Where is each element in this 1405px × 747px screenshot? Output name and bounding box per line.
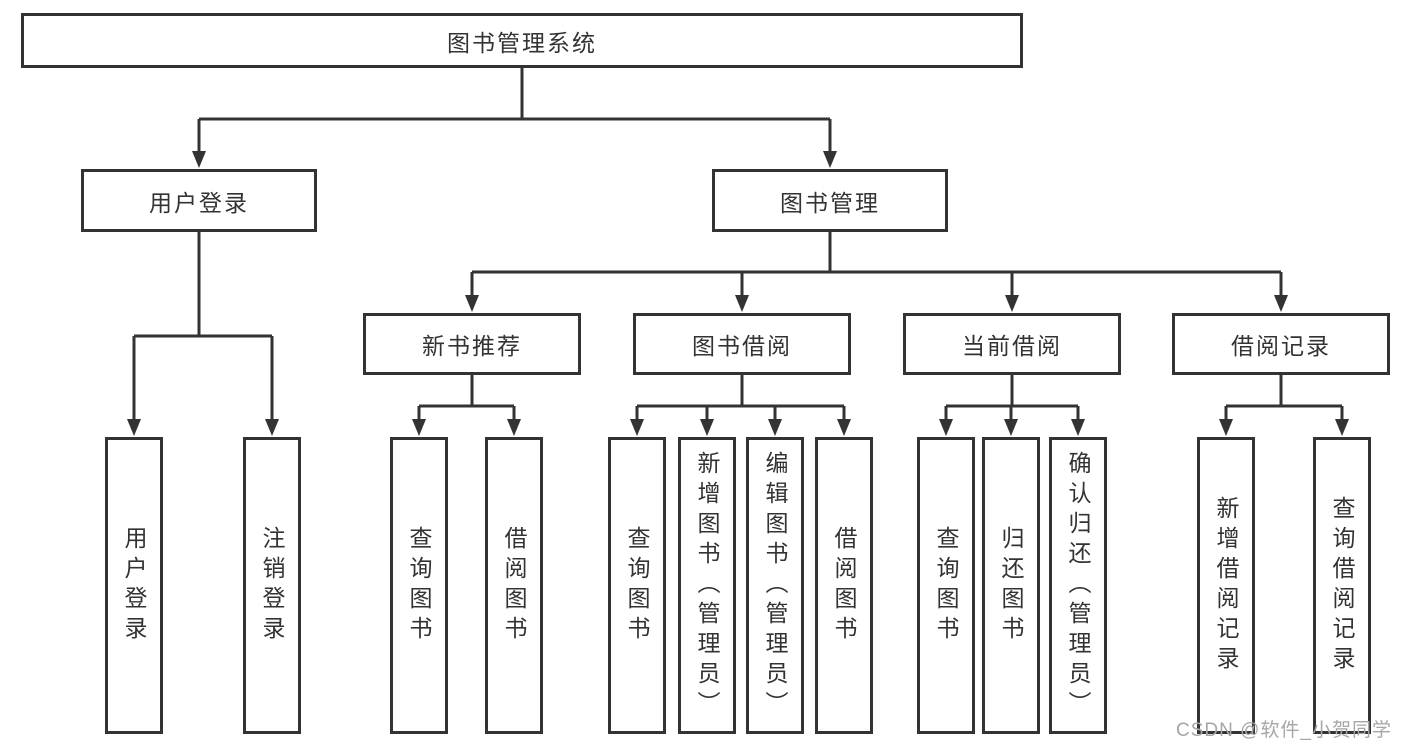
leaf-records-add-record: 新增借阅记录: [1197, 437, 1255, 734]
leaf-current-return-books: 归还图书: [982, 437, 1040, 734]
leaf-current-query-books: 查询图书: [917, 437, 975, 734]
node-borrow-records: 借阅记录: [1172, 313, 1390, 375]
leaf-borrow-borrow-books: 借阅图书: [815, 437, 873, 734]
leaf-newbooks-query-books: 查询图书: [390, 437, 448, 734]
node-new-book-recommend: 新书推荐: [363, 313, 581, 375]
leaf-borrow-add-books-admin: 新增图书（管理员）: [678, 437, 736, 734]
leaf-borrow-query-books: 查询图书: [608, 437, 666, 734]
node-book-borrow: 图书借阅: [633, 313, 851, 375]
leaf-newbooks-borrow-books: 借阅图书: [485, 437, 543, 734]
leaf-user-login: 用户登录: [105, 437, 163, 734]
leaf-current-confirm-return-admin: 确认归还（管理员）: [1049, 437, 1107, 734]
leaf-records-query-record: 查询借阅记录: [1313, 437, 1371, 734]
node-current-borrow: 当前借阅: [903, 313, 1121, 375]
node-root: 图书管理系统: [21, 13, 1023, 68]
leaf-borrow-edit-books-admin: 编辑图书（管理员）: [746, 437, 804, 734]
arrowheads: [127, 151, 1349, 436]
node-book-management: 图书管理: [712, 169, 948, 232]
csdn-watermark: CSDN @软件_小贺同学: [1176, 720, 1392, 741]
node-user-login: 用户登录: [81, 169, 317, 232]
leaf-logout: 注销登录: [243, 437, 301, 734]
